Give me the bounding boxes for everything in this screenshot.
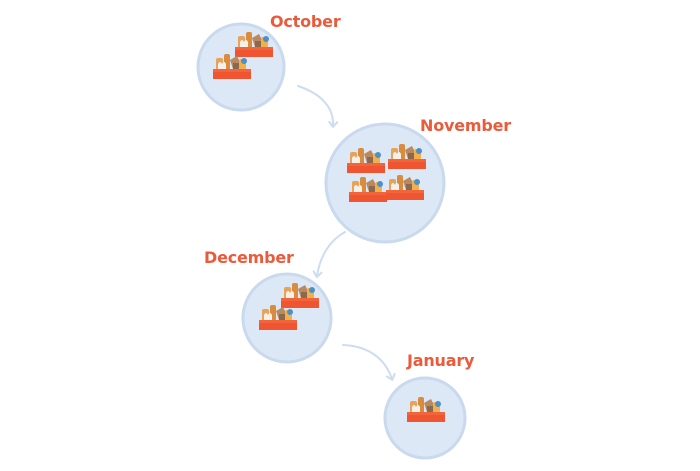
month-label-october: October (270, 12, 341, 31)
food-donation-box-icon (386, 175, 424, 200)
boxes-layer (213, 32, 445, 422)
curved-arrow-icon (297, 85, 339, 128)
month-label-november: November (420, 116, 511, 135)
food-donation-box-icon (213, 54, 251, 79)
food-donation-box-icon (407, 397, 445, 422)
food-donation-box-icon (259, 305, 297, 330)
food-donation-box-icon (281, 283, 319, 308)
food-donation-box-icon (347, 148, 385, 173)
curved-arrow-icon (312, 231, 346, 278)
curved-arrow-icon (342, 344, 396, 381)
food-donation-box-icon (235, 32, 273, 57)
food-donation-box-icon (349, 177, 387, 202)
food-donation-box-icon (388, 144, 426, 169)
month-label-december: December (204, 248, 294, 267)
month-label-january: January (407, 351, 475, 370)
month-circle-november (324, 122, 446, 244)
